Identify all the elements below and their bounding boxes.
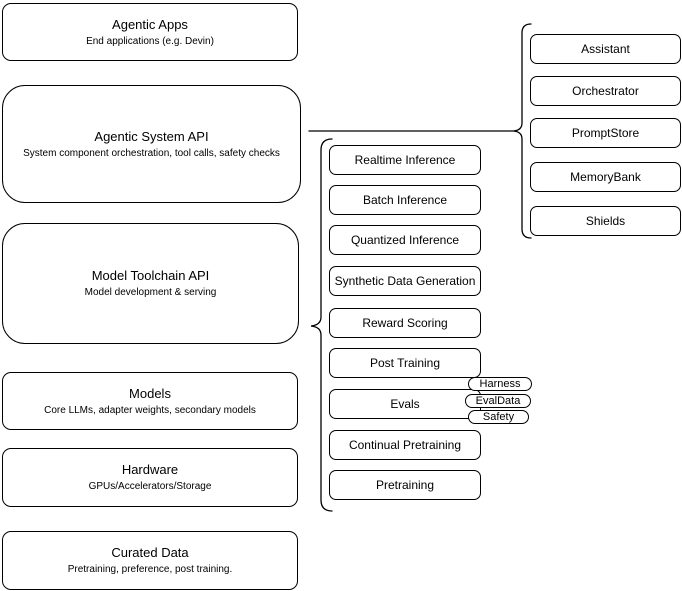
node-subtitle: GPUs/Accelerators/Storage [88, 481, 212, 492]
node-batch-inference: Batch Inference [329, 185, 481, 215]
node-synthetic-data-generation: Synthetic Data Generation [329, 266, 481, 296]
node-assistant: Assistant [530, 34, 681, 64]
node-subtitle: Pretraining, preference, post training. [67, 564, 233, 575]
node-agentic-apps: Agentic Apps End applications (e.g. Devi… [2, 3, 298, 61]
node-reward-scoring: Reward Scoring [329, 308, 481, 338]
pill-evaldata: EvalData [465, 394, 531, 408]
node-title: Agentic System API [94, 128, 209, 144]
node-title: Models [129, 385, 171, 401]
node-title: Hardware [121, 462, 179, 477]
node-subtitle: System component orchestration, tool cal… [23, 147, 280, 159]
node-continual-pretraining: Continual Pretraining [329, 430, 481, 460]
toolchain-brace [310, 138, 333, 512]
node-agentic-system-api: Agentic System API System component orch… [2, 85, 301, 203]
node-shields: Shields [530, 206, 681, 236]
node-memorybank: MemoryBank [530, 162, 681, 192]
node-subtitle: Model development & serving [84, 287, 217, 298]
pill-harness: Harness [468, 377, 532, 391]
node-quantized-inference: Quantized Inference [329, 225, 481, 255]
system-components-brace [513, 23, 532, 239]
node-hardware: Hardware GPUs/Accelerators/Storage [2, 448, 298, 507]
node-realtime-inference: Realtime Inference [329, 145, 481, 175]
node-curated-data: Curated Data Pretraining, preference, po… [2, 531, 298, 590]
node-subtitle: Core LLMs, adapter weights, secondary mo… [44, 404, 256, 416]
pill-safety: Safety [468, 410, 529, 424]
node-subtitle: End applications (e.g. Devin) [86, 35, 214, 47]
node-post-training: Post Training [329, 348, 481, 378]
node-title: Agentic Apps [112, 16, 188, 32]
node-model-toolchain-api: Model Toolchain API Model development & … [2, 223, 299, 344]
node-evals: Evals [329, 389, 481, 419]
node-pretraining: Pretraining [329, 470, 481, 500]
node-promptstore: PromptStore [530, 118, 681, 148]
node-orchestrator: Orchestrator [530, 76, 681, 106]
node-models: Models Core LLMs, adapter weights, secon… [2, 372, 298, 430]
node-title: Curated Data [111, 545, 189, 560]
node-title: Model Toolchain API [91, 268, 210, 283]
